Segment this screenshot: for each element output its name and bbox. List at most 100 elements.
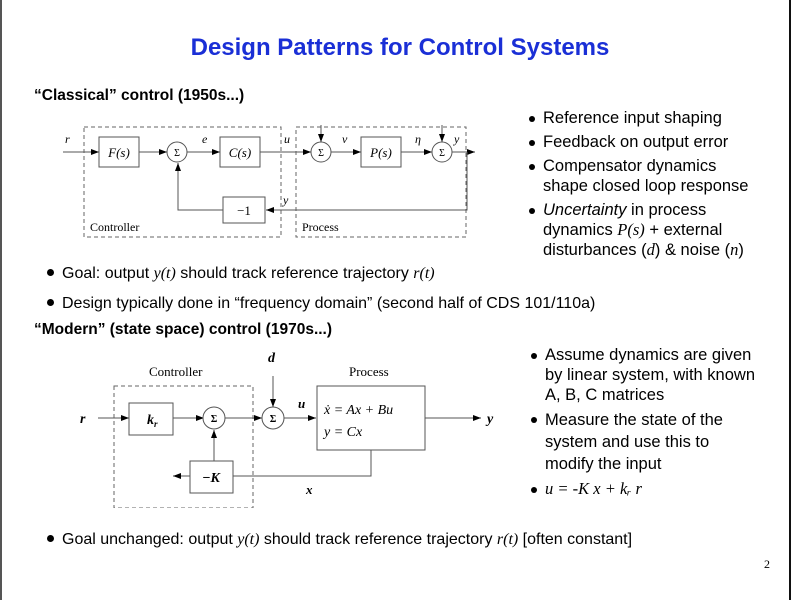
bullet-text: A, B, C matrices — [545, 386, 665, 404]
block-neg1-label: −1 — [237, 203, 251, 218]
modern-goal-bullet: Goal unchanged: output y(t) should track… — [47, 531, 632, 549]
block-kr-label: kr — [147, 413, 158, 429]
bullet-text: ) — [738, 241, 744, 259]
controller-label: Controller — [149, 364, 203, 379]
bullet-text: Compensator dynamics — [543, 157, 717, 175]
state-equation: ẋ = Ax + Bu — [323, 403, 393, 418]
block-negK — [189, 460, 234, 494]
bullet-dot — [529, 164, 535, 170]
modern-right-bullets: Assume dynamics are given by linear syste… — [529, 345, 755, 503]
signal-e: e — [202, 132, 208, 146]
block-P-label: P(s) — [369, 145, 392, 160]
signal-y: y — [485, 412, 494, 427]
math-y: y(t) — [153, 265, 176, 282]
bullet-text: + external — [644, 221, 723, 239]
sum-symbol: Σ — [270, 414, 277, 425]
bullet-dot — [529, 116, 535, 122]
bullet-text: Measure the state of the — [545, 411, 723, 429]
signal-u: u — [284, 132, 290, 146]
sum-symbol: Σ — [174, 148, 180, 159]
bullet-text: shape closed loop response — [543, 177, 749, 195]
bullet-dot — [529, 140, 535, 146]
block-process — [316, 385, 426, 451]
output-equation: y = Cx — [322, 425, 363, 440]
process-boundary — [295, 126, 467, 238]
sum-symbol: Σ — [211, 414, 218, 425]
bullet-text: [often constant] — [518, 531, 633, 548]
bullet-item-control-law: u = -K x + kᵣ r — [529, 479, 755, 499]
bullet-dot — [47, 269, 54, 277]
classical-heading: “Classical” control (1950s...) — [34, 87, 245, 104]
bullet-item: Reference input shaping — [527, 108, 748, 128]
process-label: Process — [302, 220, 339, 234]
modern-block-diagram: r d u y x Controller Process kr −K Σ Σ ẋ… — [80, 351, 494, 508]
bullet-item: Feedback on output error — [527, 132, 748, 152]
kr-subscript: r — [154, 419, 158, 429]
signal-d: d — [268, 351, 276, 366]
signal-y-feedback: y — [282, 193, 289, 207]
uncertainty-italic: Uncertainty — [543, 201, 627, 219]
bullet-dot — [529, 208, 535, 214]
block-C — [219, 136, 261, 168]
bullet-dot — [531, 487, 537, 493]
bullet-text: in process — [626, 201, 707, 219]
bullet-text: system and use this to — [545, 433, 710, 451]
classical-design-bullet: Design typically done in “frequency doma… — [47, 295, 595, 313]
bullet-text: Reference input shaping — [543, 109, 722, 127]
math-y: y(t) — [237, 531, 260, 548]
signal-x: x — [305, 482, 313, 497]
bullet-dot — [531, 353, 537, 359]
signal-u: u — [298, 396, 305, 411]
controller-boundary — [113, 385, 254, 508]
sum-symbol: Σ — [439, 148, 445, 159]
page-number: 2 — [764, 557, 770, 571]
bullet-text: Feedback on output error — [543, 133, 729, 151]
bullet-item-uncertainty: Uncertainty in process dynamics P(s) + ex… — [527, 200, 748, 260]
math-P: P(s) — [617, 220, 645, 239]
bullet-text: disturbances ( — [543, 241, 647, 259]
bullet-text: should track reference trajectory — [259, 531, 497, 548]
block-neg1 — [222, 196, 266, 224]
block-F-label: F(s) — [107, 145, 130, 160]
controller-boundary — [83, 126, 282, 238]
page-border-right — [789, 0, 791, 600]
sum-symbol: Σ — [318, 148, 324, 159]
classical-right-bullets: Reference input shaping Feedback on outp… — [527, 108, 748, 264]
bullet-text: Design typically done in “frequency doma… — [62, 295, 596, 312]
signal-eta: η — [415, 132, 421, 146]
bullet-item: Measure the state of the system and use t… — [529, 409, 755, 475]
math-d: d — [646, 240, 655, 259]
math-r: r(t) — [413, 265, 435, 282]
bullet-dot — [47, 535, 54, 543]
process-label: Process — [349, 364, 389, 379]
block-kr — [128, 402, 174, 436]
bullet-item: Assume dynamics are given by linear syste… — [529, 345, 755, 405]
control-law: u = -K x + kᵣ r — [545, 479, 642, 498]
block-F — [98, 136, 140, 168]
page-border-left — [0, 0, 2, 600]
bullet-text: Goal: output — [62, 265, 154, 282]
bullet-text: Goal unchanged: output — [62, 531, 238, 548]
bullet-item: Compensator dynamics shape closed loop re… — [527, 156, 748, 196]
block-C-label: C(s) — [229, 145, 251, 160]
bullet-text: should track reference trajectory — [175, 265, 414, 282]
bullet-text: Assume dynamics are given — [545, 346, 752, 364]
slide-title: Design Patterns for Control Systems — [190, 34, 610, 61]
block-negK-label: −K — [202, 471, 221, 486]
classical-block-diagram: F(s) C(s) P(s) −1 Σ Σ Σ r e u v η y y Co… — [63, 125, 475, 238]
signal-v: v — [342, 132, 348, 146]
bullet-text: by linear system, with known — [545, 366, 755, 384]
signal-y-out: y — [453, 132, 460, 146]
bullet-text: dynamics — [543, 221, 618, 239]
classical-goal-bullet: Goal: output y(t) should track reference… — [47, 265, 435, 283]
kr-main: k — [147, 413, 154, 428]
bullet-text: ) & noise ( — [654, 241, 731, 259]
signal-r: r — [80, 412, 86, 427]
bullet-dot — [531, 417, 537, 423]
bullet-text: modify the input — [545, 455, 662, 473]
bullet-dot — [47, 299, 54, 307]
modern-heading: “Modern” (state space) control (1970s...… — [34, 321, 333, 338]
math-n: n — [730, 240, 739, 259]
math-r: r(t) — [496, 531, 519, 548]
signal-r: r — [65, 132, 70, 146]
